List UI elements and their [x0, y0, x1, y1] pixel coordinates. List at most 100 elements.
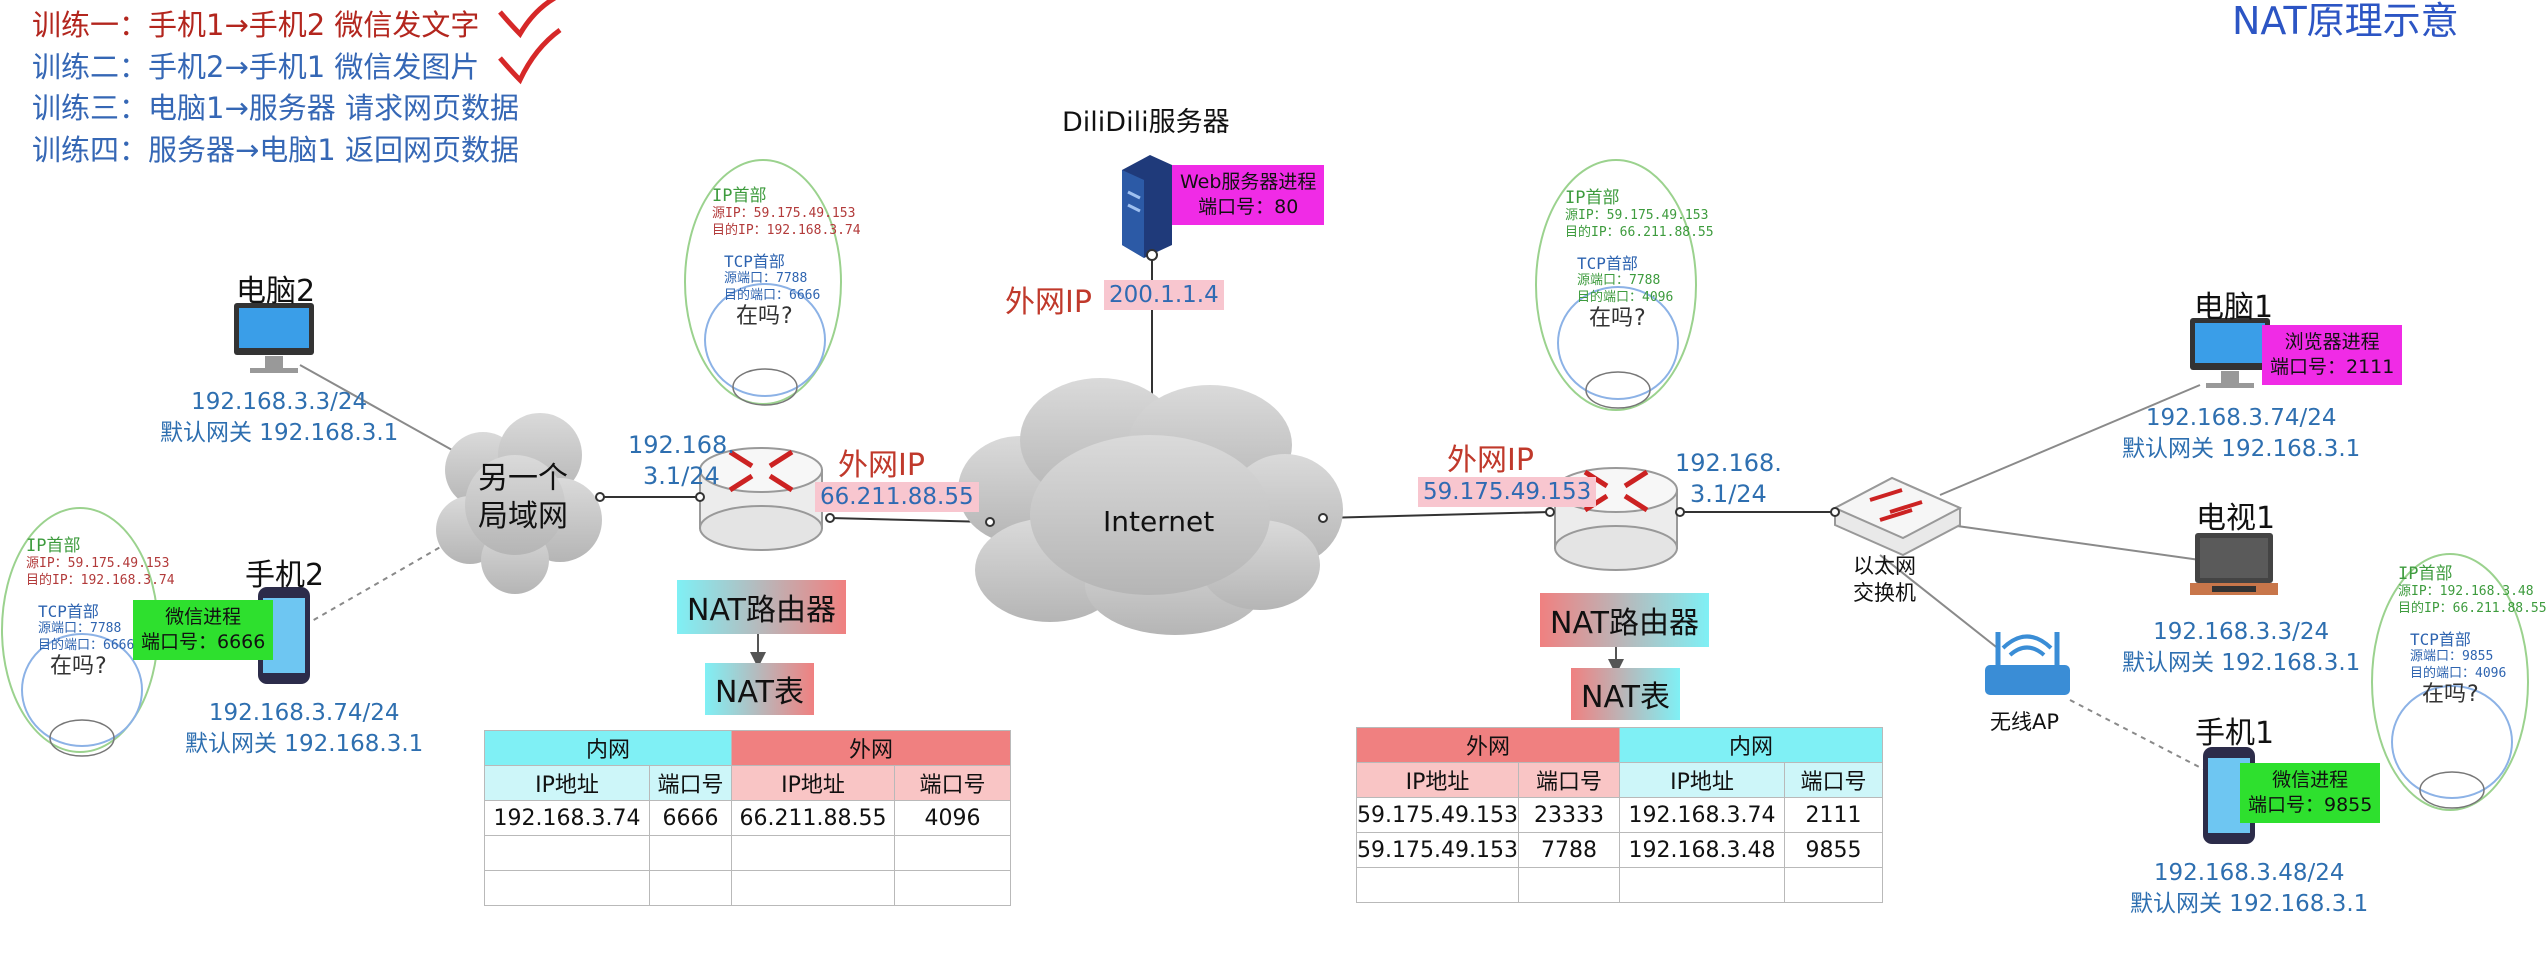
- note-right-phone-outline: [2371, 553, 2529, 811]
- nat-left-header: IP地址: [484, 765, 650, 801]
- phone2-ip: 192.168.3.74/24: [208, 700, 400, 726]
- note-right-router: IP首部 源IP：59.175.49.153 目的IP：66.211.88.55…: [1565, 188, 1714, 331]
- nat-right-cell: 2111: [1784, 797, 1884, 833]
- nat-right-cell: [1356, 867, 1519, 903]
- lan-cloud-label: 另一个 局域网: [478, 460, 568, 536]
- note-src-port: 源端口：9855: [2410, 649, 2494, 664]
- phone1-process-name: 微信进程: [2272, 769, 2349, 791]
- note-dst-port: 目的端口：6666: [724, 288, 821, 303]
- nat-right-group-wan: 外网: [1355, 727, 1621, 763]
- pc1-icon: [2190, 318, 2270, 388]
- nat-left-cell: [484, 870, 650, 906]
- lan-cloud-label-line2: 局域网: [478, 499, 568, 534]
- router-left-wan-ip-label: 外网IP: [838, 448, 925, 483]
- internet-cloud: [958, 378, 1343, 635]
- nat-left-header: IP地址: [731, 765, 896, 801]
- server-wan-ip-label: 外网IP: [1005, 285, 1092, 320]
- nat-left-cell: [894, 835, 1012, 871]
- nat-left-cell: 66.211.88.55: [731, 800, 896, 836]
- nat-right-cell: [1517, 867, 1621, 903]
- pc1-process-name: 浏览器进程: [2284, 331, 2380, 353]
- pc1-name: 电脑1: [2194, 290, 2274, 325]
- note-left-phone-payload-outline: [49, 719, 115, 757]
- note-dst-ip: 目的IP：192.168.3.74: [26, 573, 175, 588]
- nat-left-cell: 192.168.3.74: [484, 800, 650, 836]
- pc2-address: 192.168.3.3/24 默认网关 192.168.3.1: [160, 387, 398, 449]
- task-2: 训练二：手机2→手机1 微信发图片: [32, 50, 480, 84]
- phone2-gateway: 默认网关 192.168.3.1: [185, 731, 424, 757]
- nat-table-right-label: NAT表: [1571, 668, 1680, 720]
- check-mark-1: [498, 0, 557, 39]
- nat-left-header: 端口号: [894, 765, 1012, 801]
- note-ip-head: IP首部: [1565, 188, 1620, 208]
- note-right-phone-payload-outline: [2419, 771, 2485, 809]
- note-src-ip: 源IP：59.175.49.153: [26, 556, 170, 571]
- links: [299, 255, 2206, 771]
- note-dst-port: 目的端口：6666: [38, 638, 135, 653]
- note-right-phone-tcp-outline: [2391, 685, 2513, 799]
- switch-icon: [1832, 476, 1963, 557]
- table-row: 59.175.49.153 23333 192.168.3.74 2111: [1356, 797, 1884, 833]
- phone1-process-badge: 微信进程 端口号：9855: [2240, 763, 2381, 823]
- switch-label-line2: 交换机: [1853, 581, 1916, 605]
- note-payload: 在吗?: [50, 654, 108, 679]
- nat-right-cell: [1784, 867, 1884, 903]
- nat-right-header: IP地址: [1619, 762, 1786, 798]
- note-src-port: 源端口：7788: [724, 271, 808, 286]
- page-title: NAT原理示意: [2232, 0, 2459, 43]
- nat-right-cell: 23333: [1517, 797, 1621, 833]
- nat-left-group-lan: 内网: [483, 730, 733, 766]
- task-1: 训练一：手机1→手机2 微信发文字: [32, 8, 480, 42]
- note-left-router-payload-outline: [732, 368, 798, 406]
- pc1-gateway: 默认网关 192.168.3.1: [2122, 436, 2361, 462]
- nat-left-cell: 4096: [894, 800, 1012, 836]
- lan-cloud: [436, 413, 602, 594]
- nat-right-cell: 59.175.49.153: [1356, 797, 1519, 833]
- link-ap-phone1: [2069, 699, 2206, 771]
- note-dst-ip: 目的IP：66.211.88.55: [1565, 225, 1714, 240]
- pc2-name: 电脑2: [236, 274, 316, 309]
- nat-left-cell: [648, 870, 733, 906]
- tv1-icon: [2190, 533, 2278, 595]
- phone1-address: 192.168.3.48/24 默认网关 192.168.3.1: [2130, 858, 2368, 920]
- tv1-gateway: 默认网关 192.168.3.1: [2122, 650, 2361, 676]
- note-dst-ip: 目的IP：192.168.3.74: [712, 223, 861, 238]
- link-switch-pc1: [1939, 384, 2201, 496]
- note-tcp-head: TCP首部: [38, 602, 99, 621]
- pc1-address: 192.168.3.74/24 默认网关 192.168.3.1: [2122, 403, 2360, 465]
- nat-right-cell: 192.168.3.74: [1619, 797, 1786, 833]
- note-ip-head: IP首部: [2398, 564, 2453, 584]
- phone1-ip: 192.168.3.48/24: [2153, 860, 2345, 886]
- router-left-lan-ip-line1: 192.168.: [628, 431, 735, 459]
- note-right-phone: IP首部 源IP：192.168.3.48 目的IP：66.211.88.55 …: [2398, 564, 2547, 706]
- note-payload: 在吗?: [1589, 306, 1647, 331]
- note-dst-ip: 目的IP：66.211.88.55: [2398, 601, 2547, 616]
- pc2-ip: 192.168.3.3/24: [191, 389, 368, 415]
- switch-label-line1: 以太网: [1853, 554, 1916, 578]
- task-3: 训练三：电脑1→服务器 请求网页数据: [32, 91, 519, 125]
- nat-left-cell: [484, 835, 650, 871]
- server-icon: [1122, 155, 1172, 261]
- nat-right-cell: 59.175.49.153: [1356, 832, 1519, 868]
- note-src-ip: 源IP：192.168.3.48: [2398, 584, 2534, 599]
- wireless-ap-icon: [1985, 632, 2070, 695]
- tv1-name: 电视1: [2196, 501, 2276, 536]
- table-row: 59.175.49.153 7788 192.168.3.48 9855: [1356, 832, 1884, 868]
- phone2-process-port: 端口号：6666: [141, 631, 266, 653]
- router-left-wan-ip: 66.211.88.55: [815, 482, 979, 512]
- note-dst-port: 目的端口：4096: [2410, 666, 2507, 681]
- phone1-process-port: 端口号：9855: [2248, 794, 2373, 816]
- note-left-router-outline: [684, 159, 842, 405]
- router-right-lan-ip-line2: 3.1/24: [1690, 480, 1767, 508]
- note-right-router-payload-outline: [1585, 371, 1651, 409]
- nat-right-header: 端口号: [1517, 762, 1621, 798]
- note-src-port: 源端口：7788: [1577, 273, 1661, 288]
- note-ip-head: IP首部: [26, 536, 81, 556]
- link-internet-router-right: [1322, 511, 1551, 519]
- phone2-process-name: 微信进程: [165, 606, 242, 628]
- note-tcp-head: TCP首部: [724, 252, 785, 271]
- note-left-phone-tcp-outline: [21, 633, 143, 747]
- note-left-phone: IP首部 源IP：59.175.49.153 目的IP：192.168.3.74…: [26, 536, 175, 679]
